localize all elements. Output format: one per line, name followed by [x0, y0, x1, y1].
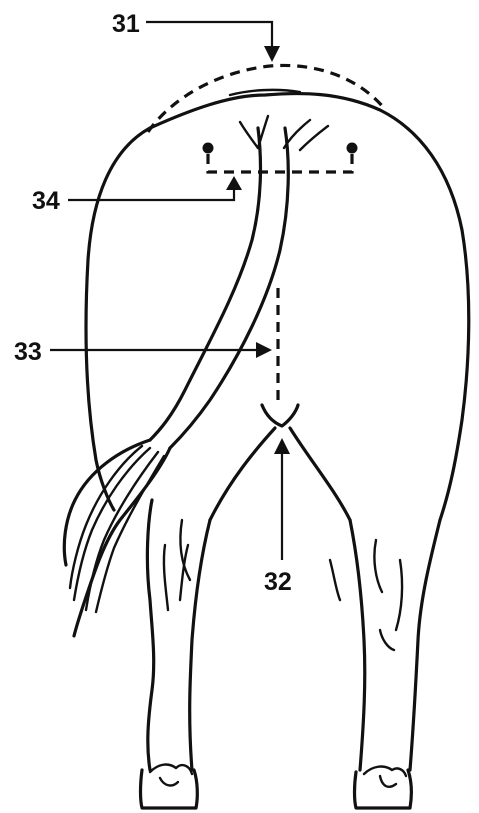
- leader-32: [274, 438, 290, 560]
- leader-34: [68, 176, 242, 200]
- label-33: 33: [14, 338, 42, 366]
- leader-31: [146, 22, 280, 62]
- label-32: 32: [264, 568, 292, 596]
- tailhead-curves: [240, 116, 328, 150]
- left-hind-leg: [141, 500, 211, 808]
- right-hind-leg: [350, 520, 440, 808]
- label-34: 34: [32, 187, 60, 215]
- dashed-line-34: [203, 143, 358, 173]
- label-31: 31: [112, 10, 140, 38]
